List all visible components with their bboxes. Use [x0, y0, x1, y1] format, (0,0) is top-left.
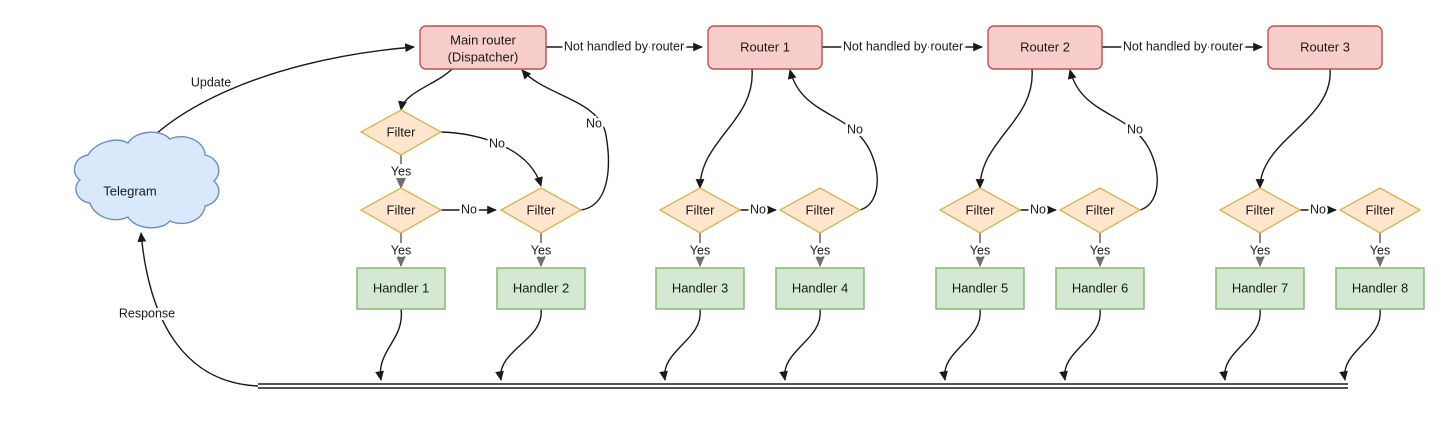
- edge-router2-to-filter-2a: [975, 68, 1033, 189]
- svg-text:Not handled by router: Not handled by router: [564, 39, 684, 53]
- filter-0a[interactable]: Filter: [359, 187, 443, 234]
- edge-label-not-handled-1: Not handled by router: [561, 37, 686, 56]
- edge-filter-top-no: [440, 131, 543, 187]
- handler-8[interactable]: Handler 8: [1335, 267, 1425, 310]
- router-dispatcher[interactable]: Main router (Dispatcher): [419, 25, 547, 70]
- edge-filter-1b-no-back: [787, 69, 878, 211]
- svg-text:No: No: [461, 202, 477, 216]
- edge-router1-to-filter-1a: [695, 68, 753, 189]
- filter-3a[interactable]: Filter: [1218, 187, 1302, 234]
- handler-3[interactable]: Handler 3: [655, 267, 745, 310]
- handler-6[interactable]: Handler 6: [1055, 267, 1145, 310]
- edge-label-no-f2b-back: No: [1125, 120, 1146, 139]
- svg-text:Update: Update: [191, 75, 231, 89]
- edge-handler4-to-bus: [779, 308, 821, 381]
- filter-2b[interactable]: Filter: [1058, 187, 1142, 234]
- svg-text:No: No: [1127, 122, 1143, 136]
- handler-5[interactable]: Handler 5: [935, 267, 1025, 310]
- edge-response: [137, 232, 259, 387]
- edge-router3-to-filter-3a: [1255, 68, 1331, 189]
- edge-handler2-to-bus: [495, 308, 542, 381]
- edge-label-no-f3a: No: [1308, 200, 1329, 219]
- edge-handler1-to-bus: [375, 308, 402, 381]
- svg-text:Not handled by router: Not handled by router: [843, 39, 963, 53]
- handler-1[interactable]: Handler 1: [356, 267, 446, 310]
- edge-filter-2b-no-back: [1067, 69, 1158, 211]
- edge-label-not-handled-3: Not handled by router: [1120, 37, 1245, 56]
- filter-2a[interactable]: Filter: [938, 187, 1022, 234]
- filter-1b[interactable]: Filter: [778, 187, 862, 234]
- filter-top-0[interactable]: Filter: [359, 109, 443, 156]
- svg-text:No: No: [1030, 202, 1046, 216]
- handler-7[interactable]: Handler 7: [1215, 267, 1305, 310]
- svg-text:No: No: [586, 116, 602, 130]
- svg-text:No: No: [750, 202, 766, 216]
- edge-filter-0b-no-back: [521, 69, 610, 211]
- edge-label-no-f1b-back: No: [845, 120, 866, 139]
- edge-handler6-to-bus: [1059, 308, 1101, 381]
- edge-label-no-f0b-back: No: [584, 114, 605, 133]
- edge-dispatcher-to-filter-top: [398, 68, 453, 111]
- router-1[interactable]: Router 1: [707, 25, 823, 70]
- filter-1a[interactable]: Filter: [658, 187, 742, 234]
- edge-handler3-to-bus: [659, 308, 701, 381]
- filter-3b[interactable]: Filter: [1338, 187, 1422, 234]
- router-2[interactable]: Router 2: [987, 25, 1103, 70]
- handler-2[interactable]: Handler 2: [496, 267, 586, 310]
- edge-label-no-f1a: No: [748, 200, 769, 219]
- svg-text:No: No: [1310, 202, 1326, 216]
- response-bus: [258, 383, 1348, 389]
- edge-handler5-to-bus: [939, 308, 981, 381]
- filter-0b[interactable]: Filter: [499, 187, 583, 234]
- edge-label-no-f2a: No: [1028, 200, 1049, 219]
- telegram-cloud[interactable]: Telegram: [73, 131, 220, 229]
- svg-text:No: No: [847, 122, 863, 136]
- svg-text:Not handled by router: Not handled by router: [1123, 39, 1243, 53]
- edge-label-not-handled-2: Not handled by router: [840, 37, 965, 56]
- edge-handler8-to-bus: [1339, 308, 1381, 381]
- edge-handler7-to-bus: [1219, 308, 1261, 381]
- router-3[interactable]: Router 3: [1267, 25, 1383, 70]
- svg-text:Response: Response: [119, 306, 175, 320]
- edge-label-update: Update: [188, 73, 233, 92]
- edge-label-no-f0a: No: [459, 200, 480, 219]
- edge-label-response: Response: [116, 304, 177, 323]
- handler-4[interactable]: Handler 4: [775, 267, 865, 310]
